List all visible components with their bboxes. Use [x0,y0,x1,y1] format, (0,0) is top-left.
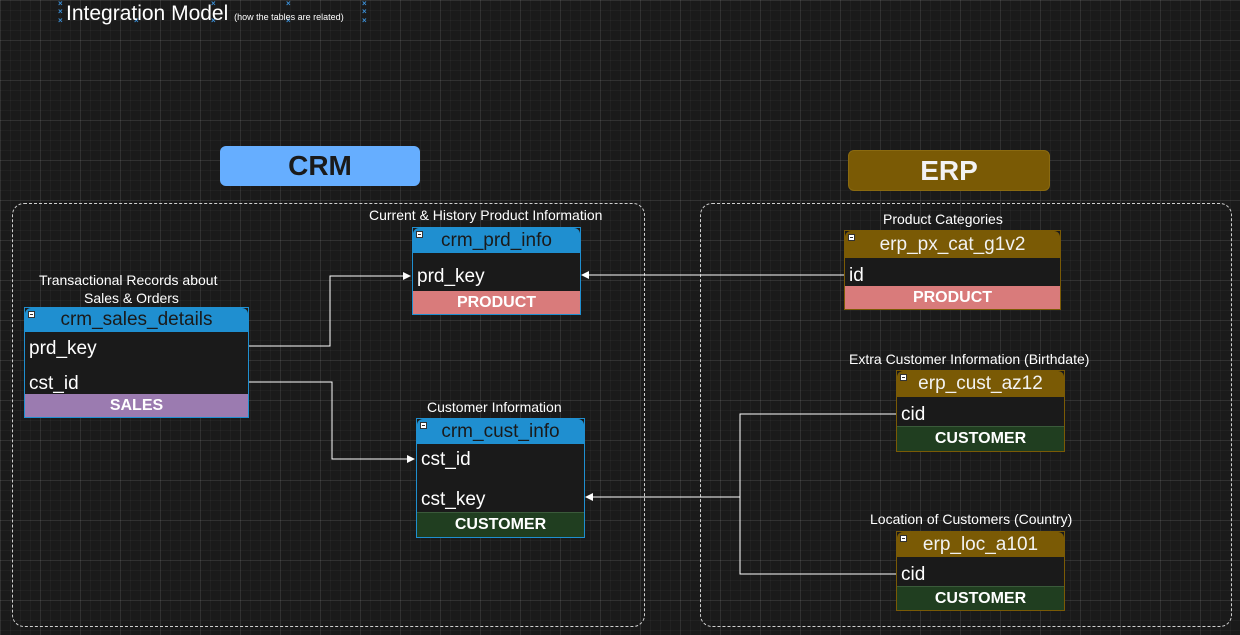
selection-handle[interactable]: × [362,16,367,25]
collapse-icon[interactable] [420,422,427,429]
table-footer-customer: CUSTOMER [897,426,1064,451]
table-header[interactable]: crm_prd_info [413,228,580,253]
field-prd-key[interactable]: prd_key [417,266,485,287]
collapse-icon[interactable] [848,234,855,241]
title-main: Integration Model [66,2,229,25]
selection-handle[interactable]: × [211,0,216,8]
selection-handle[interactable]: × [362,7,367,16]
table-name: crm_sales_details [60,309,213,330]
table-name: erp_px_cat_g1v2 [879,234,1026,255]
connector-sales-prd-key[interactable] [248,272,411,347]
caption-px-cat: Product Categories [883,211,1003,227]
table-footer-customer: CUSTOMER [417,512,584,537]
field-prd-key[interactable]: prd_key [29,338,97,359]
table-crm-cust-info[interactable]: crm_cust_info cst_id cst_key CUSTOMER [416,418,585,538]
table-footer-customer: CUSTOMER [897,586,1064,610]
table-crm-sales-details[interactable]: crm_sales_details prd_key cst_id SALES [24,307,249,418]
caption-sales-line2: Sales & Orders [84,290,179,306]
table-footer-product: PRODUCT [845,286,1060,309]
field-cst-key[interactable]: cst_key [421,489,486,510]
selection-handle[interactable]: × [211,16,216,25]
table-header[interactable]: crm_sales_details [25,308,248,332]
caption-cust-info: Customer Information [427,399,562,415]
erp-group-container[interactable] [700,203,1232,627]
table-header[interactable]: erp_loc_a101 [897,532,1064,557]
diagram-title[interactable]: × × × × × × × × × × × Integration Model … [58,0,368,28]
collapse-icon[interactable] [28,311,35,318]
table-footer-product: PRODUCT [413,291,580,314]
connector-sales-cst-id[interactable] [248,381,415,463]
table-erp-loc-a101[interactable]: erp_loc_a101 cid CUSTOMER [896,531,1065,611]
field-id[interactable]: id [849,265,864,286]
caption-cust-az12: Extra Customer Information (Birthdate) [849,351,1090,367]
field-cid[interactable]: cid [901,404,926,425]
field-cst-id[interactable]: cst_id [421,449,471,470]
connector-loc-a101-cid[interactable] [739,497,896,575]
table-name: crm_prd_info [441,230,552,251]
table-name: crm_cust_info [441,421,560,442]
crm-group-label[interactable]: CRM [220,146,420,186]
erp-group-label[interactable]: ERP [848,150,1050,191]
collapse-icon[interactable] [416,231,423,238]
selection-handle[interactable]: × [286,16,291,25]
caption-sales-line1: Transactional Records about [39,272,218,288]
table-header[interactable]: erp_cust_az12 [897,371,1064,397]
table-footer-sales: SALES [25,394,248,417]
field-cst-id[interactable]: cst_id [29,373,79,394]
table-crm-prd-info[interactable]: crm_prd_info prd_key PRODUCT [412,227,581,315]
title-subtitle: (how the tables are related) [234,12,344,22]
caption-loc-a101: Location of Customers (Country) [870,511,1073,527]
connector-cust-az12-cid[interactable] [585,413,896,501]
collapse-icon[interactable] [900,374,907,381]
collapse-icon[interactable] [900,535,907,542]
selection-handle[interactable]: × [58,16,63,25]
selection-handle[interactable]: × [58,0,63,8]
selection-handle[interactable]: × [134,16,139,25]
selection-handle[interactable]: × [286,0,291,8]
table-header[interactable]: crm_cust_info [417,419,584,444]
table-header[interactable]: erp_px_cat_g1v2 [845,231,1060,258]
crm-group-container[interactable] [12,203,645,627]
table-name: erp_cust_az12 [918,373,1043,394]
table-erp-cust-az12[interactable]: erp_cust_az12 cid CUSTOMER [896,370,1065,452]
table-name: erp_loc_a101 [922,534,1039,555]
field-cid[interactable]: cid [901,564,926,585]
table-erp-px-cat-g1v2[interactable]: erp_px_cat_g1v2 id PRODUCT [844,230,1061,310]
caption-prd-info: Current & History Product Information [369,207,603,223]
selection-handle[interactable]: × [362,0,367,8]
selection-handle[interactable]: × [58,7,63,16]
